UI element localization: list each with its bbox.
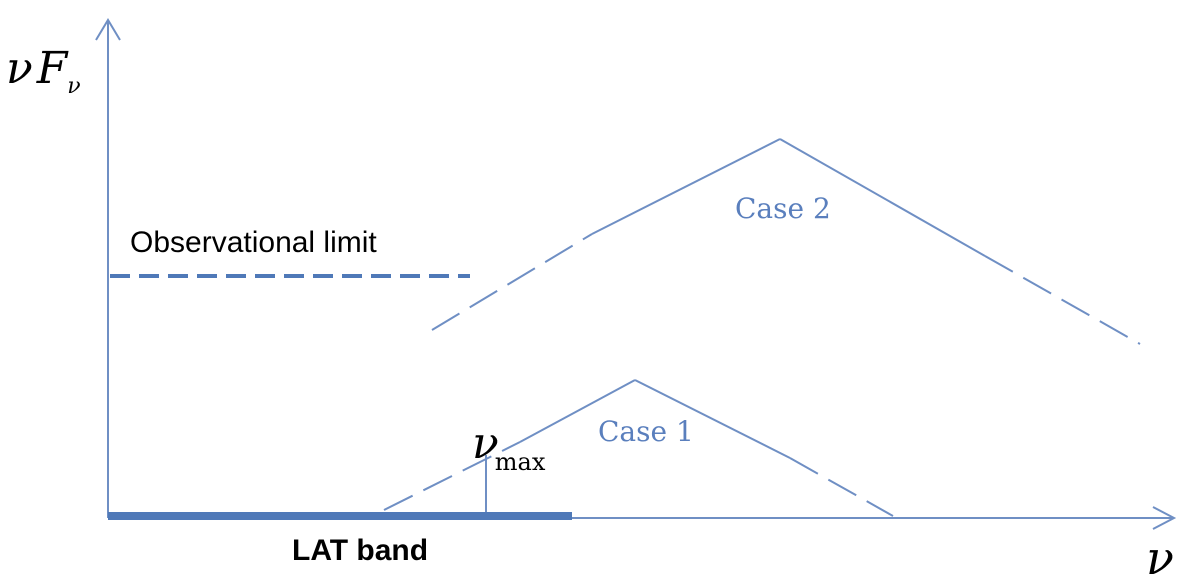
case1-rising-solid [519,379,636,443]
case1-falling-dashed [789,457,894,517]
x-axis-label: ν [1146,531,1174,585]
nu-max-label: νmax [472,418,546,476]
case1-falling-solid [634,379,791,459]
case1-rising-dashed [383,441,521,511]
nu-max-symbol: ν [472,418,499,469]
lat-band-label: LAT band [292,534,428,567]
nu-max-subscript: max [495,448,546,476]
case2-falling-dashed [984,255,1141,345]
y-axis-label-nu: ν [6,43,33,94]
x-axis-arrowhead [1152,506,1177,530]
case2-label: Case 2 [735,192,831,225]
observational-limit-label: Observational limit [130,226,377,259]
case2-falling-solid [779,138,986,257]
case2-rising-dashed [431,233,593,331]
y-axis-label: νFν [6,43,81,99]
y-axis-arrowhead [95,18,121,41]
y-axis-label-sub: ν [67,74,80,99]
case2-rising-solid [591,138,781,235]
y-axis-label-f: F [36,43,69,94]
case1-label: Case 1 [598,415,694,448]
